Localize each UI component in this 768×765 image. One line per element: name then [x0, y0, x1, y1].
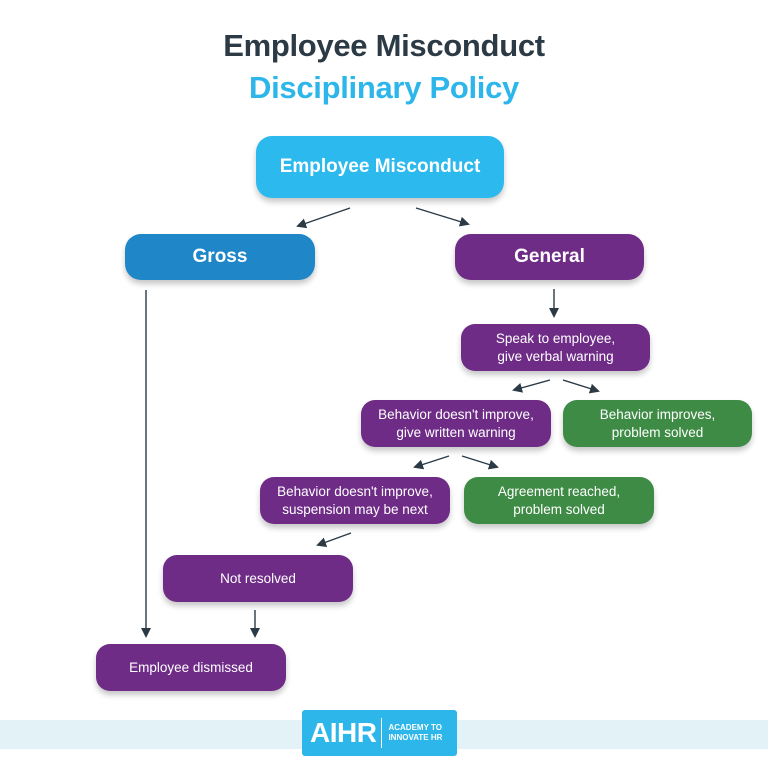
node-employee-dismissed: Employee dismissed	[96, 644, 286, 691]
node-general: General	[455, 234, 644, 280]
arrow-written-to-suspension	[413, 455, 450, 470]
title-line-1: Employee Misconduct	[223, 28, 545, 63]
arrow-verbal-to-improves	[562, 379, 600, 394]
aihr-logo: AIHR ACADEMY TO INNOVATE HR	[302, 710, 457, 756]
arrow-written-to-agreement	[461, 455, 499, 470]
node-employee-misconduct: Employee Misconduct	[256, 136, 504, 198]
node-not-resolved: Not resolved	[163, 555, 353, 602]
arrow-root-to-general	[415, 207, 470, 227]
node-gross: Gross	[125, 234, 315, 280]
title-line-2: Disciplinary Policy	[249, 70, 519, 105]
arrow-root-to-gross	[296, 207, 351, 229]
node-behavior-improves: Behavior improves, problem solved	[563, 400, 752, 447]
logo-mark: AIHR	[310, 717, 377, 748]
arrow-verbal-to-written	[512, 379, 551, 393]
logo-divider	[381, 718, 383, 748]
node-written-warning: Behavior doesn't improve, give written w…	[361, 400, 551, 447]
node-verbal-warning: Speak to employee, give verbal warning	[461, 324, 650, 371]
node-agreement-reached: Agreement reached, problem solved	[464, 477, 654, 524]
node-suspension: Behavior doesn't improve, suspension may…	[260, 477, 450, 524]
arrow-suspension-to-notresolved	[316, 532, 352, 547]
logo-subtitle: ACADEMY TO INNOVATE HR	[388, 723, 443, 742]
